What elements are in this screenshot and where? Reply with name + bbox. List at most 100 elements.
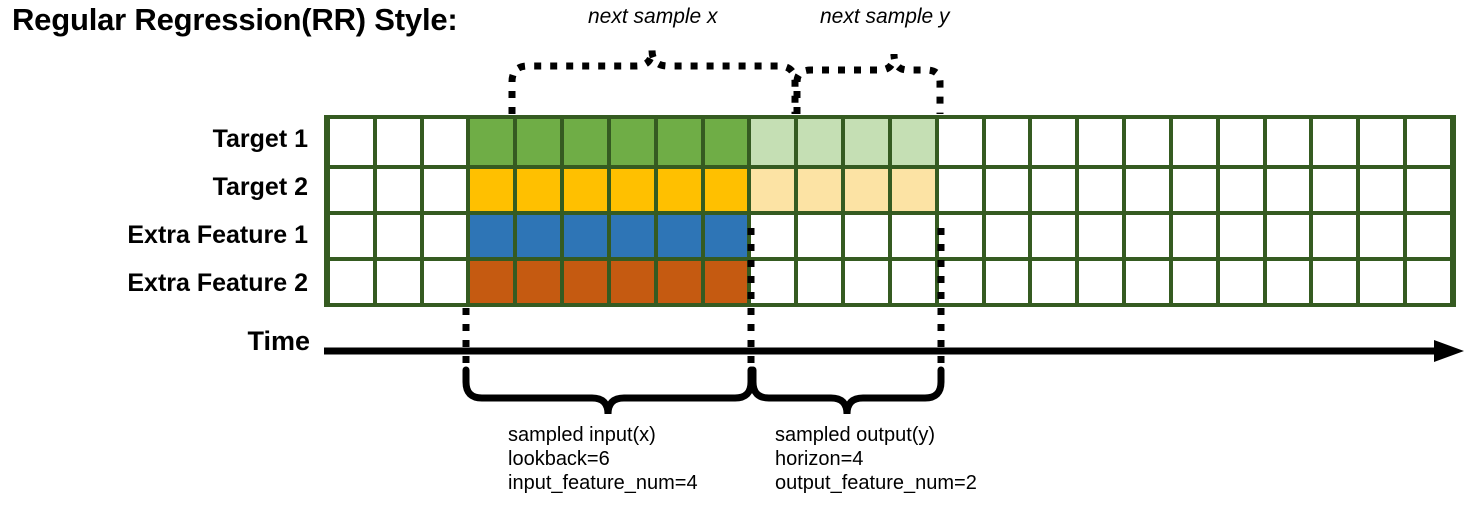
timeline-cell bbox=[891, 169, 935, 211]
timeline-cell bbox=[470, 119, 514, 165]
timeline-cell bbox=[985, 119, 1029, 165]
timeline-cell bbox=[376, 215, 420, 257]
timeline-cell bbox=[1407, 215, 1450, 257]
timeline-cell bbox=[423, 169, 467, 211]
timeline-cell bbox=[1079, 169, 1123, 211]
time-axis-arrow bbox=[324, 340, 1464, 362]
timeline-cell bbox=[657, 215, 701, 257]
timeline-cell bbox=[470, 261, 514, 303]
timeline-row-extra-feature-2 bbox=[328, 257, 1452, 303]
timeline-cell bbox=[564, 119, 607, 165]
timeline-cell bbox=[1313, 215, 1357, 257]
timeline-cell bbox=[1126, 261, 1169, 303]
timeline-cell bbox=[376, 119, 420, 165]
row-label-extra-feature-2: Extra Feature 2 bbox=[127, 269, 308, 297]
annotation-next-sample-y: next sample y bbox=[820, 5, 950, 28]
timeline-cell bbox=[845, 119, 888, 165]
time-axis-label: Time bbox=[247, 326, 310, 356]
timeline-cell bbox=[657, 119, 701, 165]
solid-brace-sampled-output bbox=[749, 366, 945, 415]
timeline-cell bbox=[1266, 215, 1310, 257]
timeline-cell bbox=[1079, 215, 1123, 257]
timeline-cell bbox=[1313, 119, 1357, 165]
timeline-cell bbox=[1407, 119, 1450, 165]
timeline-cell bbox=[1360, 261, 1404, 303]
timeline-cell bbox=[1266, 169, 1310, 211]
timeline-cell bbox=[985, 169, 1029, 211]
timeline-cell bbox=[470, 169, 514, 211]
timeline-cell bbox=[1266, 119, 1310, 165]
timeline-cell bbox=[657, 169, 701, 211]
timeline-cell bbox=[938, 261, 982, 303]
timeline-cell bbox=[938, 119, 982, 165]
timeline-cell bbox=[564, 261, 607, 303]
caption-sampled-input: sampled input(x) lookback=6 input_featur… bbox=[508, 423, 698, 495]
timeline-cell bbox=[938, 215, 982, 257]
timeline-cell bbox=[610, 215, 654, 257]
timeline-cell bbox=[1219, 215, 1263, 257]
timeline-cell bbox=[1360, 169, 1404, 211]
timeline-cell bbox=[798, 261, 842, 303]
timeline-cell bbox=[657, 261, 701, 303]
row-label-target-2: Target 2 bbox=[212, 173, 308, 201]
timeline-cell bbox=[704, 261, 748, 303]
dotted-brace-next-sample-x bbox=[508, 49, 799, 114]
timeline-cell bbox=[845, 261, 888, 303]
timeline-cell bbox=[1219, 261, 1263, 303]
timeline-row-extra-feature-1 bbox=[328, 211, 1452, 257]
row-label-column: Target 1 Target 2 Extra Feature 1 Extra … bbox=[0, 115, 316, 307]
timeline-cell bbox=[1360, 215, 1404, 257]
timeline-grid bbox=[324, 115, 1456, 307]
timeline-cell bbox=[517, 119, 561, 165]
caption-output-line-1: sampled output(y) bbox=[775, 424, 936, 446]
timeline-cell bbox=[1313, 261, 1357, 303]
timeline-cell bbox=[1032, 169, 1076, 211]
timeline-cell bbox=[423, 215, 467, 257]
timeline-cell bbox=[704, 215, 748, 257]
timeline-cell bbox=[1360, 119, 1404, 165]
timeline-cell bbox=[1266, 261, 1310, 303]
row-label-extra-feature-1: Extra Feature 1 bbox=[127, 221, 308, 249]
timeline-cell bbox=[1172, 169, 1216, 211]
timeline-cell bbox=[891, 261, 935, 303]
timeline-cell bbox=[610, 119, 654, 165]
solid-brace-sampled-input bbox=[462, 366, 755, 415]
timeline-cell bbox=[610, 261, 654, 303]
dotted-brace-next-sample-y bbox=[793, 53, 944, 114]
caption-output-line-3: output_feature_num=2 bbox=[775, 472, 977, 494]
timeline-cell bbox=[938, 169, 982, 211]
timeline-cell bbox=[1219, 119, 1263, 165]
row-label-target-1: Target 1 bbox=[212, 125, 308, 153]
timeline-cell bbox=[517, 261, 561, 303]
timeline-cell bbox=[376, 169, 420, 211]
timeline-row-target-1 bbox=[328, 119, 1452, 165]
annotation-next-sample-x: next sample x bbox=[588, 5, 718, 28]
timeline-cell bbox=[517, 215, 561, 257]
timeline-cell bbox=[330, 215, 373, 257]
timeline-cell bbox=[845, 215, 888, 257]
timeline-cell bbox=[330, 119, 373, 165]
timeline-row-target-2 bbox=[328, 165, 1452, 211]
timeline-cell bbox=[610, 169, 654, 211]
timeline-cell bbox=[1079, 119, 1123, 165]
timeline-cell bbox=[704, 169, 748, 211]
page-title: Regular Regression(RR) Style: bbox=[12, 2, 458, 37]
timeline-cell bbox=[798, 215, 842, 257]
timeline-cell bbox=[798, 169, 842, 211]
timeline-cell bbox=[798, 119, 842, 165]
timeline-cell bbox=[1313, 169, 1357, 211]
timeline-cell bbox=[1172, 119, 1216, 165]
timeline-cell bbox=[330, 261, 373, 303]
timeline-cell bbox=[376, 261, 420, 303]
timeline-cell bbox=[564, 215, 607, 257]
timeline-cell bbox=[1172, 215, 1216, 257]
timeline-cell bbox=[891, 215, 935, 257]
timeline-cell bbox=[1219, 169, 1263, 211]
timeline-cell bbox=[1032, 119, 1076, 165]
timeline-cell bbox=[891, 119, 935, 165]
timeline-cell bbox=[845, 169, 888, 211]
timeline-cell bbox=[751, 169, 795, 211]
timeline-cell bbox=[1126, 119, 1169, 165]
caption-sampled-output: sampled output(y) horizon=4 output_featu… bbox=[775, 423, 977, 495]
